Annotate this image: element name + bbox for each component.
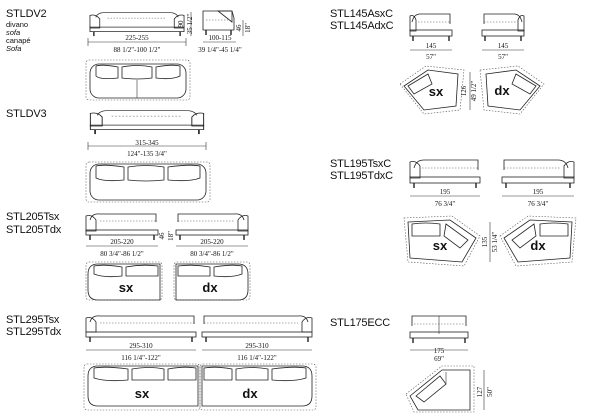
width-in-sx: 80 3/4"-86 1/2" (100, 250, 144, 258)
width-cm: 315-345 (135, 139, 159, 147)
top-view-dx: dx (479, 65, 545, 115)
side-label-dx: dx (242, 386, 258, 401)
model-stl195: STL195TsxC STL195TdxC 195 76 3/4" 195 76… (330, 158, 577, 267)
depth-cm: 127 (476, 386, 484, 397)
width-cm-dx: 195 (533, 188, 544, 196)
top-view-sx: sx (403, 215, 481, 267)
depth-cm: 135 (481, 236, 489, 247)
front-view (89, 109, 205, 135)
front-view-sx (85, 213, 159, 240)
front-view-sx (85, 315, 197, 342)
side-label-sx: sx (433, 238, 448, 253)
model-stl145: STL145AsxC STL145AdxC 145 57" 145 57" (330, 8, 545, 115)
seat-height-in: 18" (244, 23, 252, 33)
depth-cm: 100-115 (208, 34, 232, 42)
side-label-dx: dx (494, 83, 510, 98)
width-in-sx: 76 3/4" (435, 200, 456, 208)
top-view-dx: dx (499, 215, 577, 267)
width-in: 124"-135 3/4" (127, 150, 167, 158)
width-in-dx: 80 3/4"-86 1/2" (190, 250, 234, 258)
width-in-sx: 116 1/4"-122" (121, 354, 161, 362)
model-code-dx: STL205Tdx (6, 224, 62, 236)
side-view (202, 10, 235, 35)
front-view-dx (175, 213, 249, 240)
width-cm-dx: 295-310 (245, 342, 269, 350)
width-in: 88 1/2"-100 1/2" (114, 46, 161, 54)
top-view (85, 161, 211, 203)
model-desc-fr: canapé (6, 36, 31, 45)
top-view-dx: dx (199, 363, 317, 411)
front-view-sx (409, 159, 481, 188)
height-in: 35 1/2" (186, 14, 194, 35)
front-view (89, 11, 185, 37)
width-cm-sx: 145 (426, 42, 437, 50)
seat-height-cm: 46 (158, 232, 166, 240)
model-code: STLDV3 (6, 108, 46, 120)
model-code: STL175ECC (330, 317, 390, 329)
front-view-dx (201, 315, 313, 342)
side-label-sx: sx (119, 280, 134, 295)
front-view-dx (501, 159, 575, 188)
model-stl175: STL175ECC 175 69" 127 50" (330, 315, 494, 413)
depth-in: 50" (486, 387, 494, 397)
depth-in: 39 1/4"-45 1/4" (198, 46, 242, 54)
width-in-sx: 57" (426, 53, 436, 61)
model-code-dx: STL145AdxC (330, 20, 394, 32)
top-view-dx: dx (173, 261, 251, 301)
model-desc-en: sofa (6, 28, 20, 37)
model-code-sx: STL195TsxC (330, 158, 391, 170)
width-cm-sx: 295-310 (129, 342, 153, 350)
model-code: STLDV2 (6, 8, 46, 20)
height-cm: 90 (177, 20, 185, 28)
width-cm: 175 (434, 347, 445, 355)
side-label-sx: sx (135, 386, 150, 401)
width-cm-sx: 205-220 (110, 238, 134, 246)
front-view-sx (409, 13, 453, 41)
width-cm-dx: 205-220 (200, 238, 224, 246)
width-in-dx: 57" (498, 53, 508, 61)
side-label-sx: sx (429, 84, 444, 99)
model-stl205: STL205Tsx STL205Tdx 205-220 80 3/4"-86 1… (6, 211, 251, 301)
front-view-dx (481, 13, 525, 41)
top-view (85, 59, 191, 101)
seat-height-cm: 46 (235, 24, 243, 32)
width-cm-dx: 145 (498, 42, 509, 50)
top-view-sx: sx (83, 363, 201, 411)
top-view-sx: sx (399, 65, 465, 115)
width-in-dx: 116 1/4"-122" (237, 354, 277, 362)
model-stldv2: STLDV2 divano sofa canapé Sofa 225-255 8… (6, 8, 252, 101)
model-desc-de: Sofa (6, 44, 21, 53)
model-code-sx: STL205Tsx (6, 211, 60, 223)
model-stl295: STL295Tsx STL295Tdx 295-310 116 1/4"-122… (6, 314, 317, 411)
model-code-dx: STL195TdxC (330, 170, 393, 182)
front-view (409, 315, 469, 343)
model-code-sx: STL145AsxC (330, 8, 393, 20)
model-desc-it: divano (6, 20, 28, 29)
width-cm: 225-255 (125, 34, 149, 42)
depth-in: 53 1/4" (491, 232, 499, 253)
depth-cm: 126 (460, 85, 468, 96)
model-code-dx: STL295Tdx (6, 326, 62, 338)
seat-height-in: 18" (167, 231, 175, 241)
side-label-dx: dx (202, 280, 218, 295)
depth-in: 49 1/2" (470, 81, 478, 102)
width-in: 69" (434, 355, 444, 363)
model-stldv3: STLDV3 315-345 124"-135 3/4" (6, 108, 211, 203)
top-view (405, 365, 475, 413)
model-code-sx: STL295Tsx (6, 314, 60, 326)
top-view-sx: sx (85, 261, 163, 301)
side-label-dx: dx (530, 238, 546, 253)
width-cm-sx: 195 (440, 188, 451, 196)
width-in-dx: 76 3/4" (528, 200, 549, 208)
